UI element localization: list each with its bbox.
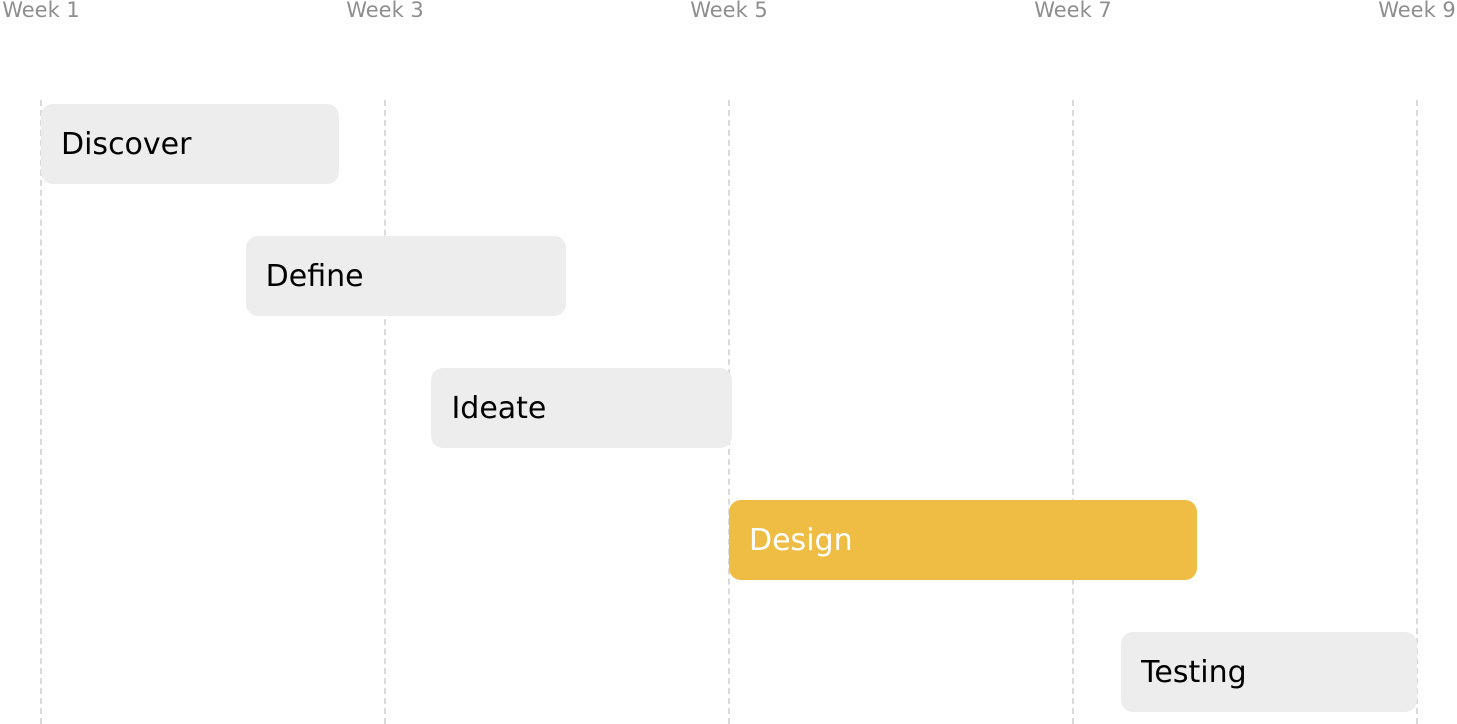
task-bar-discover[interactable]: Discover (41, 104, 339, 184)
gridline-week-1 (40, 100, 42, 724)
task-label-testing: Testing (1141, 654, 1247, 690)
gridline-week-9 (1416, 100, 1418, 724)
task-label-define: Define (265, 258, 364, 294)
tick-label-week-7: Week 7 (1034, 0, 1112, 22)
task-label-ideate: Ideate (451, 390, 547, 426)
task-bar-define[interactable]: Define (245, 236, 566, 316)
gridline-week-7 (1072, 100, 1074, 724)
tick-label-week-3: Week 3 (346, 0, 424, 22)
gridline-week-3 (384, 100, 386, 724)
tick-label-week-5: Week 5 (690, 0, 768, 22)
tick-label-week-1: Week 1 (2, 0, 80, 22)
task-label-design: Design (749, 522, 853, 558)
tick-label-week-9: Week 9 (1378, 0, 1456, 22)
task-bar-design[interactable]: Design (729, 500, 1197, 580)
task-bar-ideate[interactable]: Ideate (431, 368, 733, 448)
task-label-discover: Discover (61, 126, 192, 162)
task-bar-testing[interactable]: Testing (1121, 632, 1417, 712)
